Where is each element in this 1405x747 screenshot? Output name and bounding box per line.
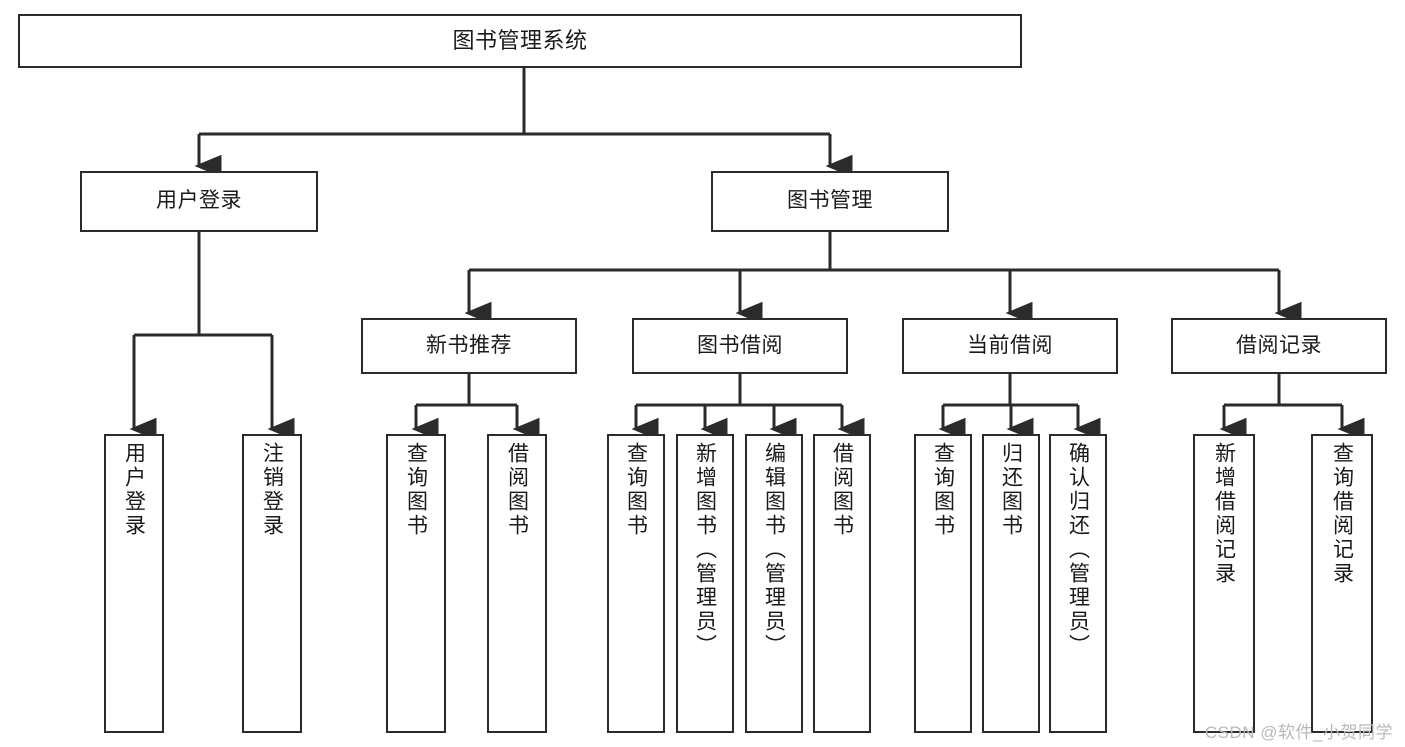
node-book-management-label: 图书管理 [787, 189, 873, 213]
node-leaf-user-login-label: 用户登录 [122, 442, 146, 538]
node-leaf-borrow-book-2[interactable]: 借阅图书 [813, 434, 871, 733]
node-leaf-query-borrow-record-label: 查询借阅记录 [1330, 442, 1354, 586]
node-leaf-logout[interactable]: 注销登录 [242, 434, 302, 733]
watermark: CSDN @软件_小贺同学 [1204, 723, 1393, 742]
node-leaf-query-book-3-label: 查询图书 [931, 442, 955, 538]
node-leaf-add-book-admin[interactable]: 新增图书（管理员） [676, 434, 734, 733]
node-book-management[interactable]: 图书管理 [711, 171, 949, 232]
node-leaf-query-borrow-record[interactable]: 查询借阅记录 [1311, 434, 1373, 733]
node-new-book-recommend-label: 新书推荐 [426, 333, 512, 357]
node-leaf-query-book-3[interactable]: 查询图书 [914, 434, 972, 733]
node-user-login-label: 用户登录 [156, 189, 242, 213]
node-leaf-query-book-2-label: 查询图书 [624, 442, 648, 538]
node-book-borrow-label: 图书借阅 [697, 333, 783, 357]
node-current-borrow-label: 当前借阅 [967, 333, 1053, 357]
node-borrow-record[interactable]: 借阅记录 [1171, 318, 1387, 374]
node-leaf-return-book-label: 归还图书 [999, 442, 1023, 538]
node-borrow-record-label: 借阅记录 [1236, 333, 1322, 357]
node-leaf-edit-book-admin-label: 编辑图书（管理员） [762, 442, 786, 658]
node-leaf-borrow-book-1-label: 借阅图书 [505, 442, 529, 538]
node-leaf-user-login[interactable]: 用户登录 [104, 434, 164, 733]
node-current-borrow[interactable]: 当前借阅 [902, 318, 1118, 374]
node-root[interactable]: 图书管理系统 [18, 14, 1022, 68]
node-leaf-borrow-book-2-label: 借阅图书 [830, 442, 854, 538]
node-leaf-borrow-book-1[interactable]: 借阅图书 [487, 434, 547, 733]
node-leaf-query-book-1[interactable]: 查询图书 [386, 434, 446, 733]
node-leaf-add-borrow-record[interactable]: 新增借阅记录 [1193, 434, 1255, 733]
node-leaf-logout-label: 注销登录 [260, 442, 284, 538]
node-leaf-confirm-return-admin[interactable]: 确认归还（管理员） [1049, 434, 1107, 733]
node-new-book-recommend[interactable]: 新书推荐 [361, 318, 577, 374]
node-leaf-add-borrow-record-label: 新增借阅记录 [1212, 442, 1236, 586]
node-leaf-query-book-2[interactable]: 查询图书 [607, 434, 665, 733]
node-root-label: 图书管理系统 [452, 28, 588, 54]
node-book-borrow[interactable]: 图书借阅 [632, 318, 848, 374]
node-leaf-edit-book-admin[interactable]: 编辑图书（管理员） [745, 434, 803, 733]
node-leaf-return-book[interactable]: 归还图书 [982, 434, 1040, 733]
node-leaf-confirm-return-admin-label: 确认归还（管理员） [1066, 442, 1090, 658]
node-leaf-query-book-1-label: 查询图书 [404, 442, 428, 538]
node-leaf-add-book-admin-label: 新增图书（管理员） [693, 442, 717, 658]
node-user-login[interactable]: 用户登录 [80, 171, 318, 232]
